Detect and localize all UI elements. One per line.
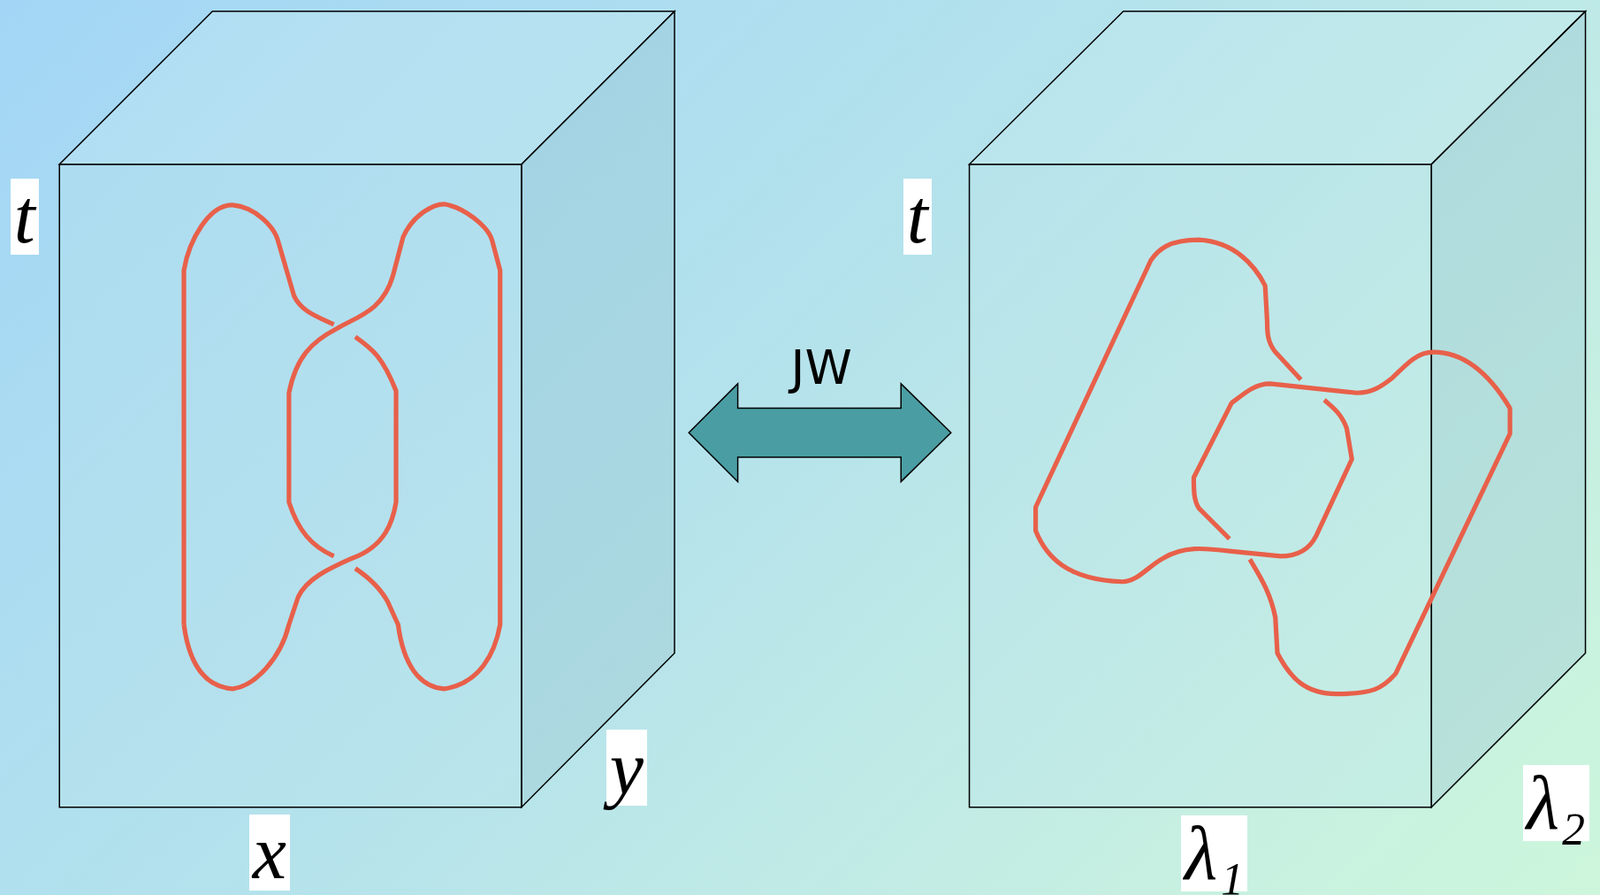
knot-right xyxy=(1036,239,1511,694)
axis-label: λ₂ xyxy=(1523,764,1590,841)
axis-label: λ₁ xyxy=(1180,815,1248,892)
axis-label: t xyxy=(10,178,39,255)
double-arrow xyxy=(688,383,952,482)
axis-label: y xyxy=(606,729,648,806)
axis-label: x xyxy=(249,814,290,891)
knot-left xyxy=(183,204,501,689)
parameter-box xyxy=(969,11,1586,808)
spacetime-box xyxy=(59,11,675,808)
arrow-label: JW xyxy=(787,343,856,392)
axis-label: t xyxy=(903,178,932,255)
